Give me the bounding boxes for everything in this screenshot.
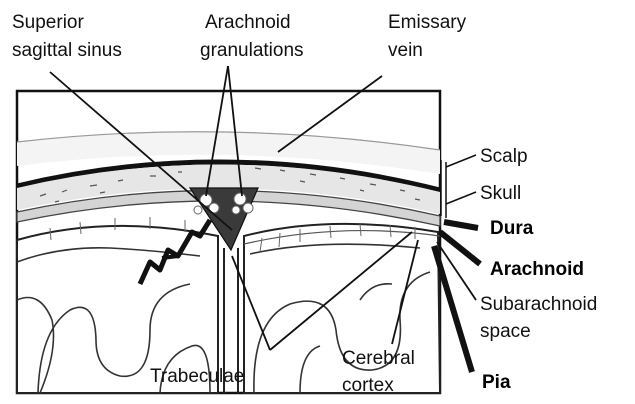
leader-dura xyxy=(444,222,478,228)
label-arachnoid: Arachnoid xyxy=(490,259,584,280)
label-subarachnoid-space: Subarachnoid space xyxy=(480,294,603,342)
label-skull: Skull xyxy=(480,183,521,204)
leader-arachnoid xyxy=(440,232,480,264)
label-pia: Pia xyxy=(482,372,511,393)
layers-bracket xyxy=(441,160,446,218)
label-scalp: Scalp xyxy=(480,146,528,167)
label-emissary-vein: Emissary vein xyxy=(388,12,471,61)
label-superior-sagittal-sinus: Superior sagittal sinus xyxy=(12,12,122,61)
leader-scalp xyxy=(446,155,476,167)
leader-skull xyxy=(446,192,476,204)
label-trabeculae: Trabeculae xyxy=(150,366,244,387)
label-arachnoid-granulations: Arachnoid granulations xyxy=(200,12,304,61)
label-dura: Dura xyxy=(490,218,534,239)
